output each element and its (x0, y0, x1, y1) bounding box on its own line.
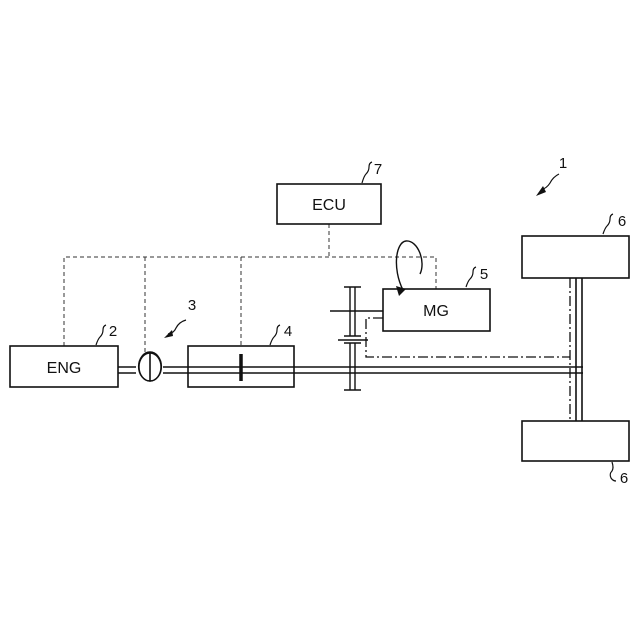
ref-transmission: 4 (284, 323, 292, 340)
engine-block: ENG 2 (10, 323, 118, 387)
motor-generator-block: MG 5 (383, 241, 490, 331)
ref-wheel-top: 6 (618, 213, 626, 230)
motor-generator-label: MG (423, 303, 449, 320)
ref-engine: 2 (109, 323, 117, 340)
ref-clutch: 3 (188, 297, 196, 314)
engine-label: ENG (47, 360, 82, 377)
axle (576, 278, 582, 421)
ecu-block: ECU 7 (277, 161, 382, 224)
ref-ecu: 7 (374, 161, 382, 178)
transmission-block: 4 (188, 323, 294, 387)
ref-wheel-bottom: 6 (620, 470, 628, 487)
ecu-label: ECU (312, 197, 346, 214)
wheel-bottom: 6 (522, 421, 629, 487)
system-reference: 1 (536, 155, 567, 196)
control-signal-lines (64, 224, 436, 353)
wheel-top: 6 (522, 213, 629, 278)
ref-system: 1 (559, 155, 567, 172)
gear-set (330, 287, 383, 390)
ref-motor-generator: 5 (480, 266, 488, 283)
